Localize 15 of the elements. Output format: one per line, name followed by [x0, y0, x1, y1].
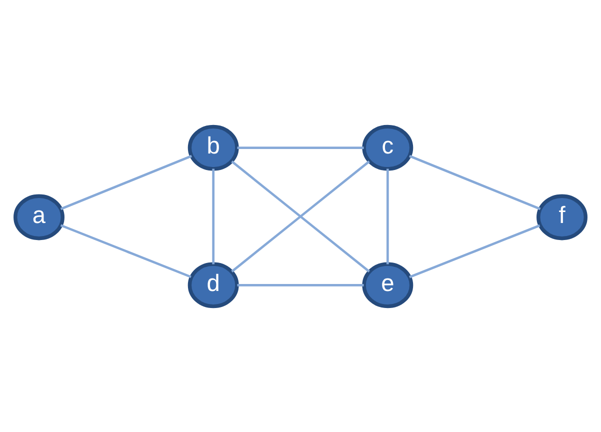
connector: [386, 168, 389, 264]
connector: [60, 154, 192, 210]
connector: [231, 160, 370, 272]
node-ellipse: d: [188, 262, 239, 308]
connector: [409, 224, 540, 278]
connector: [212, 168, 215, 264]
node-ellipse: b: [188, 124, 239, 170]
node-ellipse: c: [362, 124, 414, 170]
connector: [60, 224, 192, 278]
node-ellipse: f: [536, 194, 588, 240]
node-ellipse: a: [14, 194, 64, 240]
connector: [409, 154, 541, 210]
connector: [237, 284, 364, 286]
connector: [237, 146, 364, 148]
node-ellipse: e: [362, 262, 414, 308]
